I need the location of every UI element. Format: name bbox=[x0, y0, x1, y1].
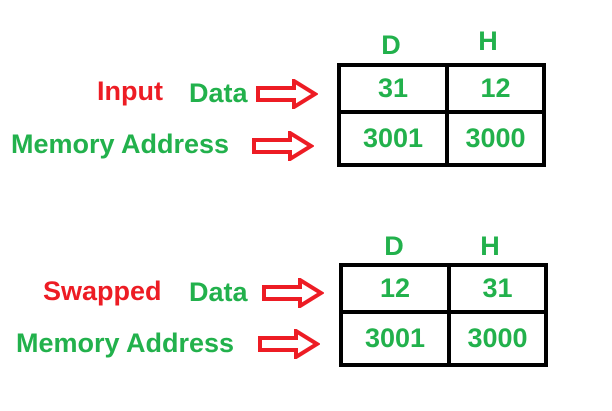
bottom-address-cell-h: 3000 bbox=[451, 314, 548, 367]
bottom-address-arrow-icon bbox=[258, 329, 320, 359]
bottom-label-swapped: Swapped bbox=[43, 276, 162, 306]
top-address-arrow-icon bbox=[252, 131, 314, 161]
bottom-data-cell-d: 12 bbox=[343, 267, 451, 314]
bottom-header-d: D bbox=[384, 231, 404, 261]
bottom-label-memory-address: Memory Address bbox=[16, 328, 235, 358]
bottom-header-h: H bbox=[480, 231, 500, 261]
top-address-cell-d: 3001 bbox=[341, 114, 449, 167]
top-data-arrow-icon bbox=[256, 79, 318, 109]
bottom-data-cell-h: 31 bbox=[451, 267, 548, 314]
top-memory-table: 31 12 3001 3000 bbox=[337, 63, 546, 167]
top-data-cell-d: 31 bbox=[341, 67, 449, 114]
bottom-address-cell-d: 3001 bbox=[343, 314, 451, 367]
top-header-h: H bbox=[478, 26, 498, 56]
top-label-data: Data bbox=[189, 78, 248, 108]
top-header-d: D bbox=[381, 30, 401, 60]
bottom-data-arrow-icon bbox=[262, 278, 324, 308]
top-data-cell-h: 12 bbox=[449, 67, 546, 114]
top-address-cell-h: 3000 bbox=[449, 114, 546, 167]
bottom-label-data: Data bbox=[189, 277, 248, 307]
bottom-memory-table: 12 31 3001 3000 bbox=[339, 263, 548, 367]
top-label-memory-address: Memory Address bbox=[11, 129, 230, 159]
top-label-input: Input bbox=[97, 76, 163, 106]
